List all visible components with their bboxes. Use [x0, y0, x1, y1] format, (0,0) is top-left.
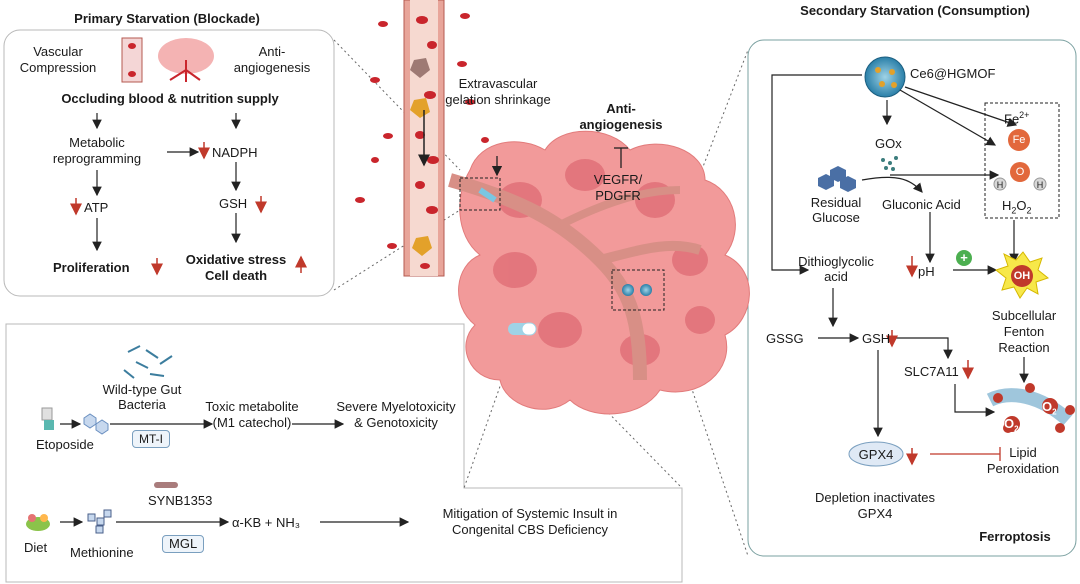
akb-label: α-KB + NH₃	[232, 515, 301, 530]
subcellular-fenton-label: Subcellular Fenton Reaction	[991, 308, 1057, 355]
fe-ball-label: Fe	[1012, 134, 1026, 146]
synb-bacterium-icon	[154, 482, 178, 488]
blood-cells	[355, 13, 489, 249]
bottom-arrows	[60, 419, 410, 527]
h2o2-label: H2O2	[1002, 198, 1032, 216]
mt-i-box: MT-I	[132, 430, 170, 448]
oxidative-stress-label: Oxidative stress	[185, 252, 287, 267]
gox-label: GOx	[875, 136, 902, 151]
gsh-label: GSH	[219, 196, 248, 211]
membrane-icon	[986, 383, 1075, 433]
methionine-label: Methionine	[70, 545, 134, 560]
connector	[663, 305, 749, 557]
primary-title: Primary Starvation (Blockade)	[74, 11, 260, 26]
residual-glucose-label: Residual Glucose	[810, 195, 862, 225]
iron-ball-icon	[1008, 129, 1030, 151]
hydrogen-atom-icon	[993, 177, 1007, 191]
metabolic-label: Metabolic reprogramming	[52, 135, 142, 166]
gssg-label: GSSG	[766, 331, 804, 346]
methionine-icon	[87, 509, 112, 534]
nanoparticle-icon	[864, 56, 906, 98]
gpx4-label: GPX4	[858, 447, 894, 462]
o-atom-label: O	[1015, 166, 1025, 178]
depletion-label: Depletion inactivates GPX4	[815, 490, 935, 521]
extravascular-label: Extravascular gelation shrinkage	[445, 76, 551, 107]
nadph-label: NADPH	[212, 145, 258, 160]
plus-badge-icon	[956, 250, 972, 266]
tumor-mass	[448, 130, 750, 415]
mgl-box: MGL	[162, 535, 205, 553]
lipid-peroxidation-label: Lipid Peroxidation	[986, 445, 1060, 476]
cell-death-label: Cell death	[204, 268, 268, 283]
fe2-label: Fe2+	[1004, 110, 1030, 127]
glucose-icon	[818, 166, 856, 192]
down-arrows	[886, 256, 974, 466]
o2-label: O2	[1004, 416, 1019, 434]
toxic-metabolite-label: Toxic metabolite (M1 catechol)	[205, 399, 299, 430]
proliferation-label: Proliferation	[53, 260, 130, 275]
primary-panel-frame	[3, 29, 335, 297]
diet-label: Diet	[24, 540, 48, 555]
bacteria-icon	[123, 345, 173, 379]
anti-angiogenesis-label: Anti- angiogenesis	[233, 44, 311, 75]
oxygen-atom-icon	[1010, 162, 1030, 182]
gsh-secondary-label: GSH	[862, 331, 891, 346]
gox-icon	[881, 156, 898, 171]
gluconic-acid-label: Gluconic Acid	[882, 197, 961, 212]
fenton-reagent-box	[984, 102, 1060, 219]
metabolite-icon	[83, 413, 109, 435]
atp-label: ATP	[84, 200, 109, 215]
oh-label: OH	[1013, 270, 1031, 282]
ce6-label: Ce6@HGMOF	[910, 66, 996, 81]
hydroxyl-radical-icon	[1011, 265, 1033, 287]
etoposide-pill-icon	[41, 407, 54, 430]
etoposide-label: Etoposide	[36, 437, 94, 452]
mitigation-label: Mitigation of Systemic Insult in Congeni…	[442, 506, 618, 537]
severe-label: Severe Myelotoxicity & Genotoxicity	[336, 399, 456, 430]
vascular-compression-icon	[121, 37, 143, 83]
synb1353-label: SYNB1353	[148, 493, 213, 508]
angiogenesis-icon	[158, 38, 214, 82]
center-anti-angiogenesis-label: Anti- angiogenesis	[579, 101, 663, 132]
gpx4-oval	[848, 441, 904, 467]
ph-label: pH	[918, 264, 935, 279]
connector	[663, 49, 749, 269]
slc7a11-label: SLC7A11	[904, 364, 959, 379]
vegfr-label: VEGFR/ PDGFR	[593, 172, 643, 203]
diet-icon	[26, 514, 50, 531]
hydrogen-atom-icon	[1033, 177, 1047, 191]
plus-label: +	[960, 250, 968, 265]
primary-arrows	[92, 113, 241, 252]
secondary-title: Secondary Starvation (Consumption)	[800, 3, 1030, 18]
wildtype-bacteria-label: Wild-type Gut Bacteria	[102, 382, 182, 412]
vascular-compression-label: Vascular Compression	[19, 44, 97, 75]
secondary-arrows	[771, 74, 1029, 438]
o2-label: O2	[1042, 399, 1057, 417]
occluding-label: Occluding blood & nutrition supply	[61, 91, 279, 106]
ferroptosis-label: Ferroptosis	[979, 529, 1051, 544]
blood-vessel	[403, 0, 445, 277]
down-arrows	[70, 142, 267, 276]
h-atom-label: H	[1036, 180, 1044, 190]
dithioglycolic-label: Dithioglycolic acid	[798, 254, 874, 284]
h-atom-label: H	[996, 180, 1004, 190]
